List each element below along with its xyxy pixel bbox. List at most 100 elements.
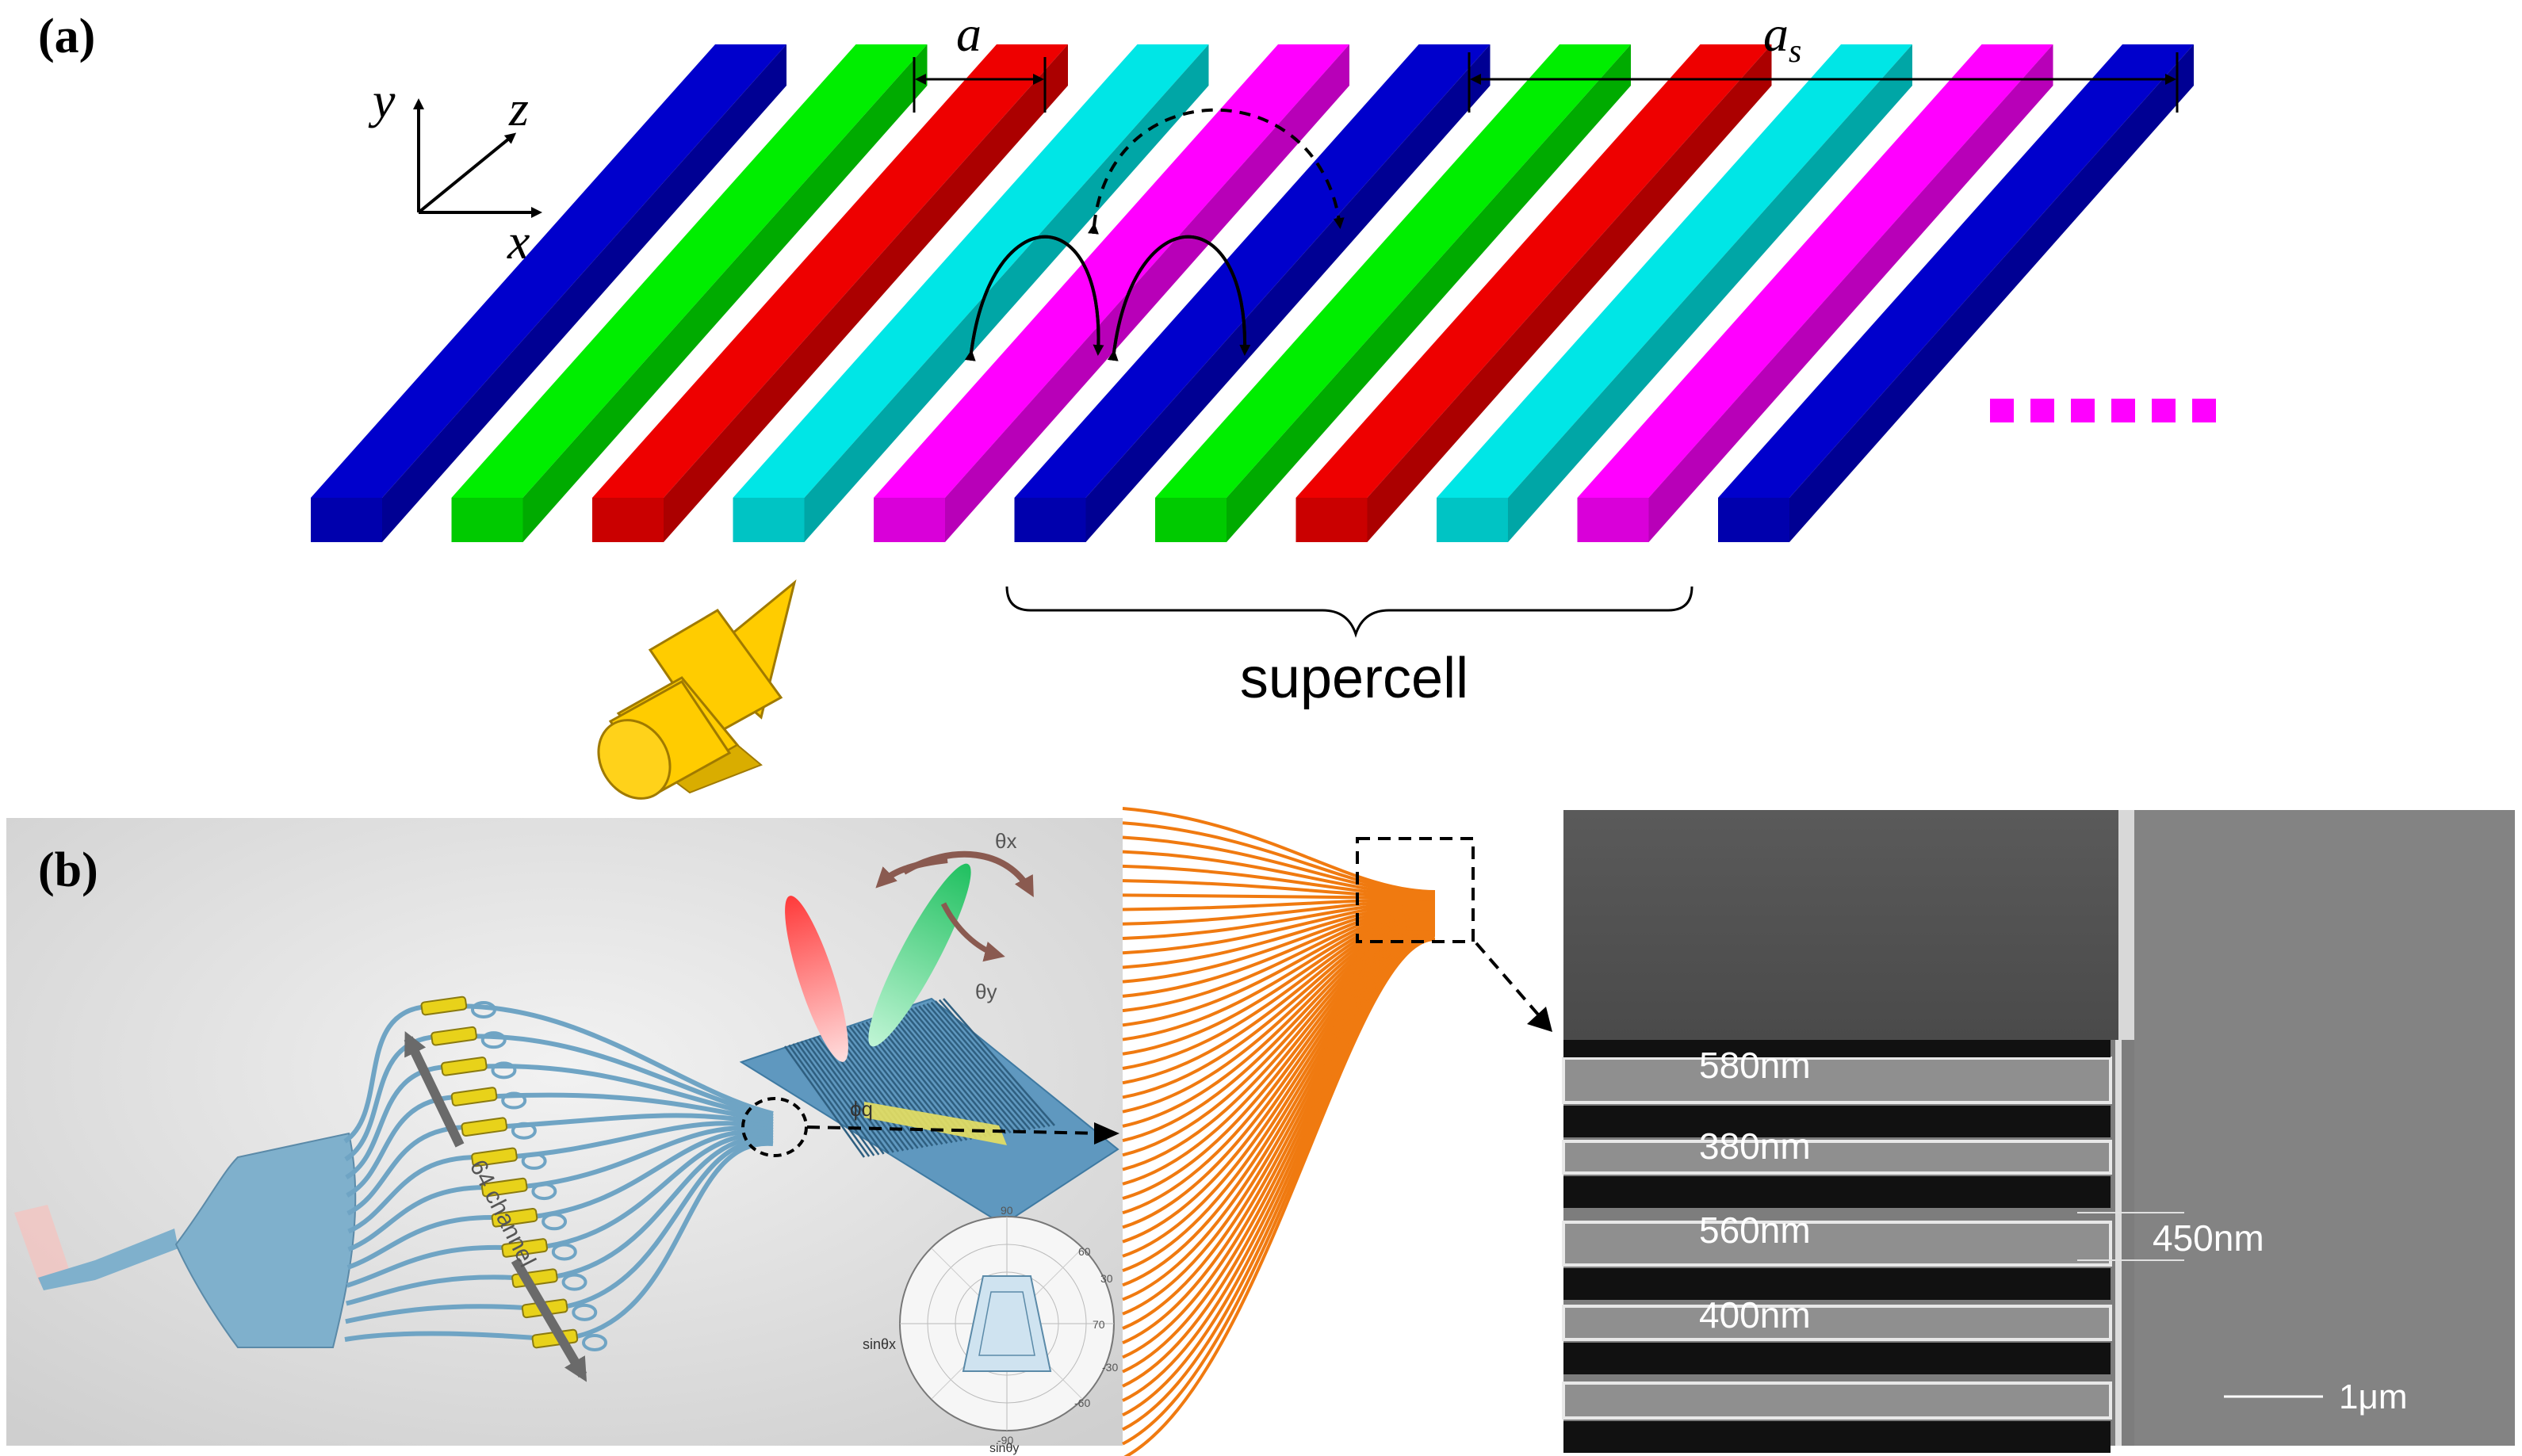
- waveguide-2: [451, 44, 928, 542]
- waveguide-11: [1718, 44, 2194, 542]
- polar-tick-30: 30: [1100, 1272, 1113, 1285]
- phase-shifter: [420, 996, 468, 1016]
- theta-x-label: θx: [995, 829, 1016, 853]
- loop-waveguide: [561, 1273, 587, 1291]
- continuation-dot: [2030, 399, 2054, 422]
- zoom-circle: [741, 1097, 808, 1157]
- waveguide-9: [1437, 44, 1912, 542]
- phase-shifter: [461, 1117, 508, 1137]
- width-label-400: 400nm: [1699, 1294, 1811, 1336]
- sem-waveguide: [1562, 1057, 2112, 1104]
- lattice-constant-label: a: [956, 6, 982, 62]
- sem-waveguide: [1562, 1221, 2112, 1267]
- continuation-dot: [2071, 399, 2095, 422]
- waveguide-7: [1155, 44, 1631, 542]
- channel-waveguide: [346, 1129, 774, 1270]
- fan-out-waveguides: [1122, 807, 1557, 1456]
- continuation-dot: [2192, 399, 2216, 422]
- loop-waveguide: [582, 1334, 607, 1351]
- panel-b: (b) 64 channel θx θy ϕq: [6, 807, 2515, 1456]
- channel-waveguide: [346, 1135, 774, 1306]
- sem-image: 580nm 380nm 560nm 400nm 450nm 1μm: [1562, 810, 2515, 1453]
- phase-shifter: [491, 1207, 538, 1228]
- waveguide-4: [733, 44, 1209, 542]
- loop-waveguide: [501, 1091, 527, 1110]
- polar-axis-sin-theta-x: sinθx: [863, 1336, 896, 1352]
- loop-waveguide: [491, 1061, 517, 1080]
- phase-shifter: [431, 1026, 477, 1046]
- scale-bar-label: 1μm: [2339, 1378, 2407, 1416]
- polar-tick-minus-90: -90: [997, 1434, 1013, 1446]
- input-fiber: [14, 1205, 71, 1284]
- channel-waveguide: [346, 1132, 774, 1288]
- gap-label: 450nm: [2153, 1217, 2264, 1259]
- loop-waveguide: [572, 1303, 598, 1321]
- theta-y-arrow: [940, 902, 1005, 962]
- zoom-arrow-head: [1094, 1122, 1119, 1145]
- phase-shifter: [480, 1177, 528, 1198]
- phase-shifter: [440, 1057, 488, 1076]
- red-beam: [785, 896, 848, 1062]
- polar-tick-70: 70: [1093, 1318, 1105, 1331]
- zoom-arrow-to-sem: [1475, 942, 1540, 1016]
- continuation-dot: [1990, 399, 2014, 422]
- theta-y-label: θy: [975, 980, 997, 1003]
- supercell-label: supercell: [1240, 647, 1468, 710]
- channel-waveguide: [345, 1138, 774, 1324]
- waveguide-10: [1577, 44, 2053, 542]
- channel-waveguide: [344, 1141, 774, 1343]
- zoom-arrow-to-fan: [806, 1125, 1101, 1135]
- coupling-arrows: [964, 108, 1345, 361]
- yellow-beam: [864, 1102, 1007, 1145]
- input-light-source: [597, 579, 797, 800]
- panel-b-label: (b): [38, 843, 98, 897]
- supercell-constant-subscript: s: [1789, 33, 1801, 70]
- sem-waveguide: [1562, 1305, 2112, 1341]
- waveguide-1: [311, 44, 786, 542]
- width-label-380: 380nm: [1699, 1125, 1811, 1167]
- coordinate-axes: y z x: [368, 72, 542, 269]
- zoom-box: [1356, 837, 1475, 943]
- polar-plot: 90 30 60 70 -30 -60 -90 sinθx sinθy: [863, 1204, 1118, 1455]
- phi-label: ϕq: [850, 1097, 873, 1121]
- continuation-dots: [1990, 399, 2216, 422]
- supercell-constant-label: a: [1763, 6, 1789, 62]
- loop-waveguide: [480, 1031, 507, 1049]
- panel-a: (a) y z x a as: [38, 6, 2216, 800]
- loop-waveguide: [551, 1243, 577, 1261]
- channel-array: [343, 996, 774, 1351]
- phase-shifter: [501, 1238, 549, 1258]
- loop-waveguide: [471, 1001, 496, 1018]
- phase-shifter: [471, 1147, 518, 1167]
- waveguide-6: [1014, 44, 1491, 542]
- sem-waveguide: [1562, 1140, 2112, 1175]
- input-taper: [38, 1229, 178, 1290]
- lattice-constant-marker: a: [913, 6, 1047, 113]
- supercell-brace: supercell: [1005, 586, 1693, 710]
- loop-waveguide: [511, 1122, 537, 1140]
- continuation-dot: [2111, 399, 2135, 422]
- loop-waveguide: [542, 1213, 568, 1231]
- panel-a-label: (a): [38, 10, 95, 63]
- continuation-dot: [2152, 399, 2176, 422]
- supercell-constant-marker: as: [1468, 6, 2179, 113]
- width-label-580: 580nm: [1699, 1045, 1811, 1086]
- axis-y-label: y: [368, 72, 396, 128]
- theta-x-arrow-left: [875, 857, 948, 889]
- waveguide-3: [592, 44, 1068, 542]
- waveguide-array: [311, 44, 2194, 542]
- polar-tick-minus-30: -30: [1102, 1361, 1118, 1374]
- phase-shifter: [450, 1087, 498, 1106]
- waveguide-8: [1295, 44, 1772, 542]
- svg-text:as: as: [1763, 6, 1801, 70]
- width-label-560: 560nm: [1699, 1210, 1811, 1251]
- zoom-arrow-head-sem: [1527, 1007, 1552, 1032]
- polar-axis-sin-theta-y: sinθy: [989, 1442, 1019, 1455]
- loop-waveguide: [521, 1152, 547, 1170]
- polar-tick-90: 90: [1001, 1204, 1013, 1217]
- loop-waveguide: [531, 1183, 557, 1201]
- polar-tick-60: 60: [1078, 1245, 1091, 1258]
- waveguide-5: [874, 44, 1349, 542]
- axis-z-label: z: [508, 80, 529, 136]
